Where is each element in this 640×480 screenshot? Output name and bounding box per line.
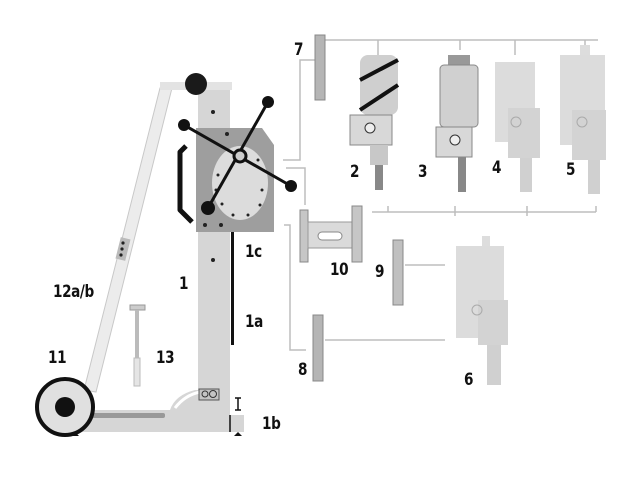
label-5: 5 xyxy=(566,160,576,180)
label-3: 3 xyxy=(418,162,428,182)
wheel xyxy=(35,377,95,437)
label-9: 9 xyxy=(375,262,385,282)
label-11: 11 xyxy=(48,348,67,368)
label-10: 10 xyxy=(330,260,349,280)
label-1: 1 xyxy=(179,274,189,294)
top-knob xyxy=(185,73,207,95)
label-1b: 1b xyxy=(262,414,281,434)
adapter-9 xyxy=(392,239,404,306)
anchor-bolt xyxy=(129,304,146,387)
label-12ab: 12a/b xyxy=(53,282,94,302)
rack xyxy=(231,232,234,345)
label-8: 8 xyxy=(298,360,308,380)
label-1c: 1c xyxy=(245,242,262,262)
motor-6 xyxy=(456,236,508,385)
label-6: 6 xyxy=(464,370,474,390)
bracket-8 xyxy=(312,314,324,382)
connector-lines xyxy=(283,39,598,351)
adapter-10 xyxy=(299,205,363,263)
label-4: 4 xyxy=(492,158,502,178)
motor-4 xyxy=(495,62,540,192)
label-1a: 1a xyxy=(245,312,263,332)
bracket-7 xyxy=(314,34,326,101)
label-13: 13 xyxy=(156,348,175,368)
label-2: 2 xyxy=(350,162,360,182)
motor-5 xyxy=(560,45,606,194)
label-7: 7 xyxy=(294,40,304,60)
motor-2 xyxy=(349,55,400,190)
stand-base xyxy=(60,388,244,436)
motor-3 xyxy=(435,55,479,192)
support-leg xyxy=(83,87,173,393)
carriage xyxy=(177,96,297,232)
